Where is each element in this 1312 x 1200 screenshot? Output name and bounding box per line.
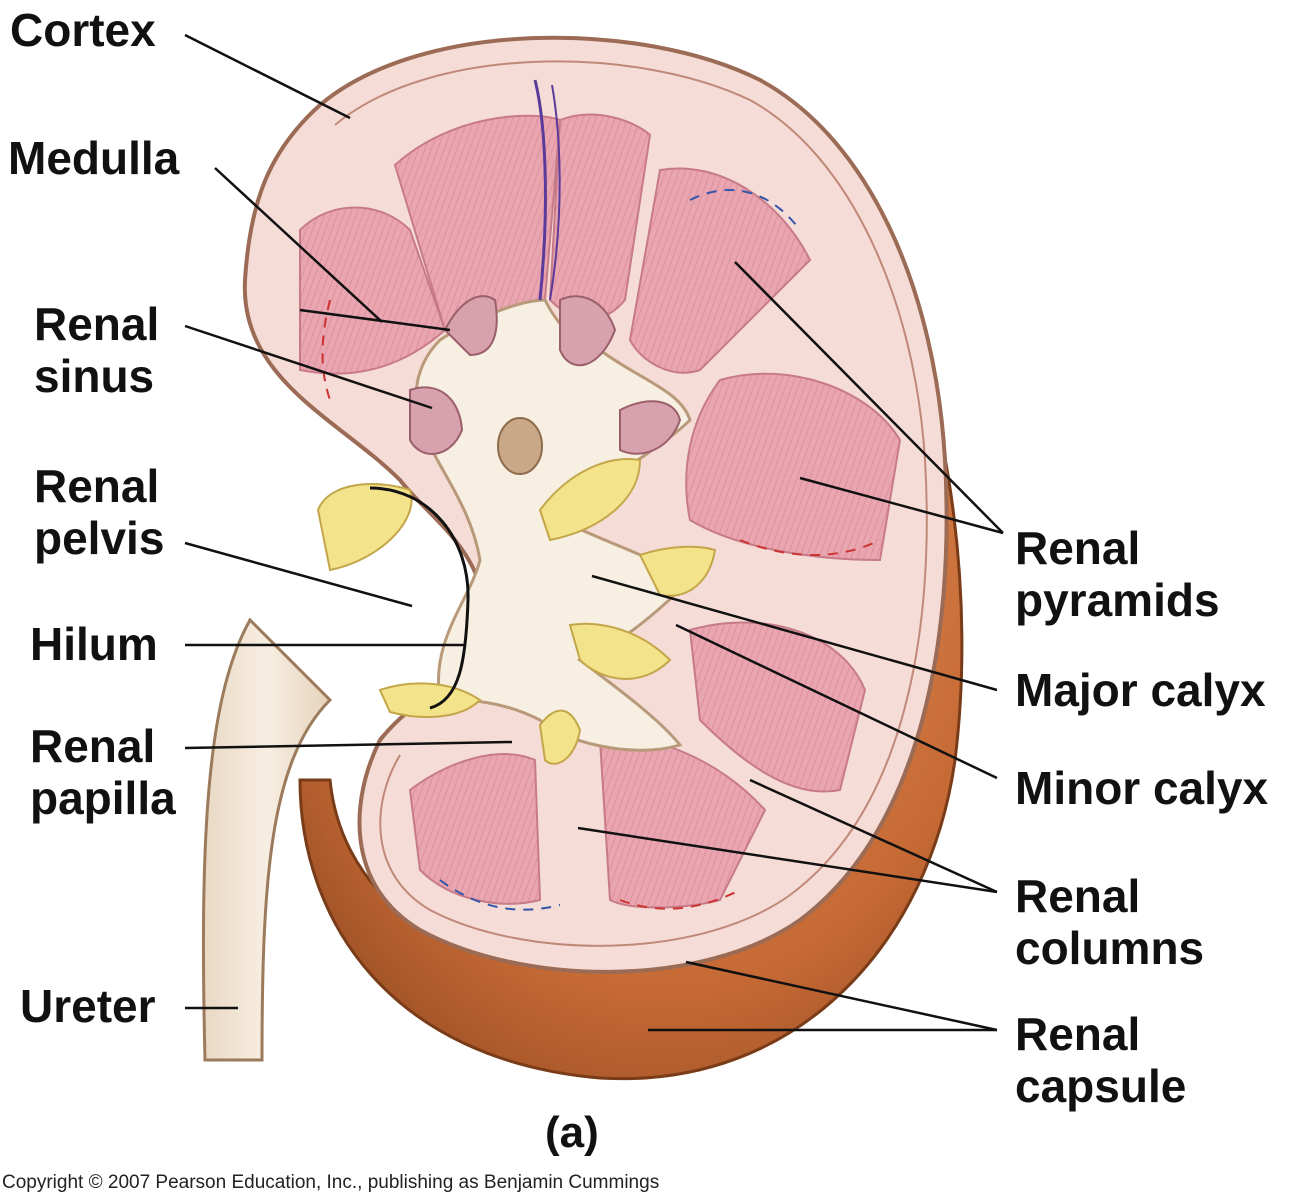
leader-renal-capsule-1 xyxy=(685,960,998,1032)
label-line: pelvis xyxy=(34,512,165,564)
label-cortex: Cortex xyxy=(10,4,156,56)
label-renal-columns: Renal columns xyxy=(1015,870,1204,974)
copyright-notice: Copyright © 2007 Pearson Education, Inc.… xyxy=(2,1172,660,1193)
renal-pyramid xyxy=(408,753,542,905)
label-line: Minor calyx xyxy=(1015,762,1269,814)
ureter xyxy=(201,617,333,1062)
label-line: columns xyxy=(1015,922,1205,974)
label-renal-pelvis: Renal pelvis xyxy=(34,460,164,564)
label-line: Renal xyxy=(30,720,156,772)
label-line: Renal xyxy=(1015,522,1141,574)
label-line: Hilum xyxy=(30,618,158,670)
minor-calyx xyxy=(443,295,498,357)
figure-caption: (a) xyxy=(545,1108,599,1157)
sinus-fat xyxy=(538,709,582,765)
label-line: capsule xyxy=(1015,1060,1187,1112)
label-renal-pyramids: Renal pyramids xyxy=(1015,522,1220,626)
hilum-bracket xyxy=(369,486,470,710)
leader-renal-pyramids-2 xyxy=(799,476,1004,535)
leader-renal-pelvis xyxy=(184,541,413,608)
leader-medulla xyxy=(214,167,383,323)
label-line: Ureter xyxy=(20,980,156,1032)
label-major-calyx: Major calyx xyxy=(1015,664,1266,716)
label-line: Renal xyxy=(34,460,160,512)
label-line: Medulla xyxy=(8,132,180,184)
leader-major-calyx xyxy=(591,574,998,692)
leader-renal-sinus xyxy=(184,324,433,410)
leader-renal-pyramids-1 xyxy=(734,261,1004,534)
label-renal-capsule: Renal capsule xyxy=(1015,1008,1186,1112)
leader-minor-calyx xyxy=(675,623,998,780)
leader-renal-papilla xyxy=(184,740,513,750)
minor-calyx xyxy=(619,400,682,455)
leader-renal-columns-1 xyxy=(749,778,998,894)
sinus-fat xyxy=(378,682,482,718)
label-line: papilla xyxy=(30,772,176,824)
leader-lines xyxy=(184,33,1004,1032)
label-line: Renal xyxy=(1015,870,1141,922)
label-line: Cortex xyxy=(10,4,156,56)
label-ureter: Ureter xyxy=(20,980,156,1032)
hilum-opening xyxy=(497,417,543,475)
label-line: Renal xyxy=(1015,1008,1141,1060)
sinus-fat xyxy=(568,622,672,680)
label-line: pyramids xyxy=(1015,574,1220,626)
sinus-fat xyxy=(316,483,413,572)
leader-cortex xyxy=(184,33,351,120)
label-medulla: Medulla xyxy=(8,132,179,184)
label-line: sinus xyxy=(34,350,155,402)
label-renal-papilla: Renal papilla xyxy=(30,720,176,824)
label-line: Major calyx xyxy=(1015,664,1266,716)
sinus-fat xyxy=(638,545,717,597)
label-hilum: Hilum xyxy=(30,618,158,670)
label-renal-sinus: Renal sinus xyxy=(34,298,159,402)
leader-medulla-2 xyxy=(299,308,451,332)
label-line: Renal xyxy=(34,298,160,350)
renal-pyramid xyxy=(628,167,812,374)
minor-calyx xyxy=(559,295,617,367)
leader-renal-columns-2 xyxy=(577,826,998,894)
sinus-fat xyxy=(538,458,642,542)
label-minor-calyx: Minor calyx xyxy=(1015,762,1268,814)
